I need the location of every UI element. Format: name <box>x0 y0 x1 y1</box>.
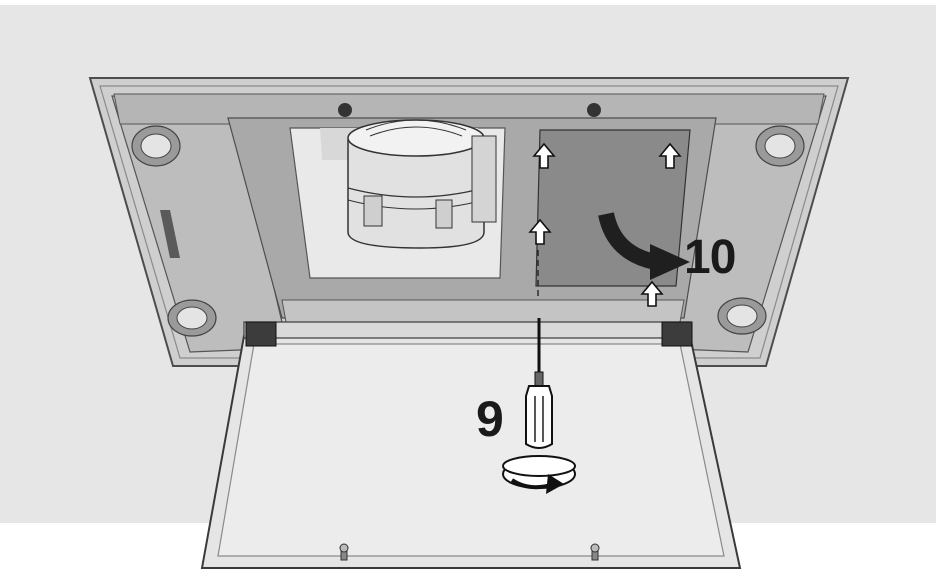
bottom-grill-strip <box>281 299 685 323</box>
light-fixture-bottom-left <box>167 299 217 337</box>
counter-rotate-icon <box>502 455 576 494</box>
blower-motor <box>347 119 497 249</box>
light-fixture-top-right <box>755 125 805 167</box>
hinge-right <box>661 321 693 347</box>
up-arrow-icon <box>658 142 682 169</box>
light-fixture-top-left <box>131 125 181 167</box>
mounting-hole-right <box>587 103 601 117</box>
front-cover-inner <box>217 343 725 557</box>
up-arrow-icon <box>640 280 664 307</box>
control-slot <box>160 210 180 258</box>
step-number-swing: 10 <box>684 231 736 284</box>
light-fixture-bottom-right <box>717 297 767 335</box>
up-arrow-icon <box>532 142 556 169</box>
hood-frame-bevel <box>99 85 839 359</box>
mounting-hole-left <box>338 103 352 117</box>
swing-arrow-icon <box>598 212 690 280</box>
panel-knob-left <box>339 543 349 561</box>
hinge-bar <box>243 321 691 339</box>
step-number-screw: 9 <box>476 391 504 447</box>
screwdriver-icon <box>525 318 553 449</box>
panel-knob-right <box>590 543 600 561</box>
up-arrow-icon <box>528 218 552 245</box>
top-rail <box>113 93 825 125</box>
hinge-left <box>245 321 277 347</box>
